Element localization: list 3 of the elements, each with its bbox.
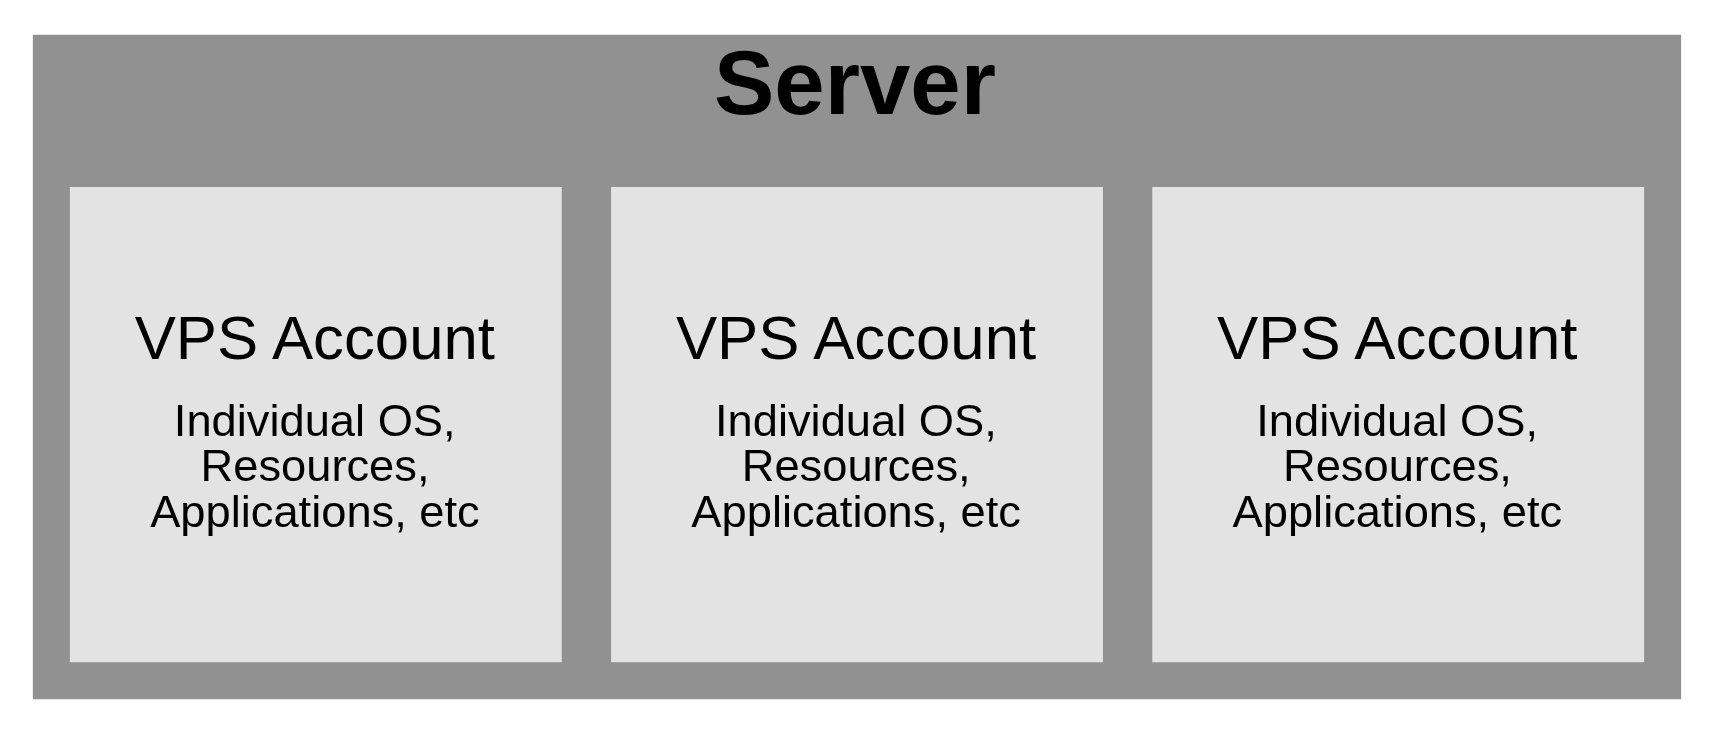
- node-box: VPS Account Individual OS, Resources, Applications, etc: [1152, 186, 1645, 663]
- node-box: VPS Account Individual OS, Resources, Applications, etc: [69, 186, 562, 663]
- node-box: VPS Account Individual OS, Resources, Applications, etc: [611, 186, 1103, 663]
